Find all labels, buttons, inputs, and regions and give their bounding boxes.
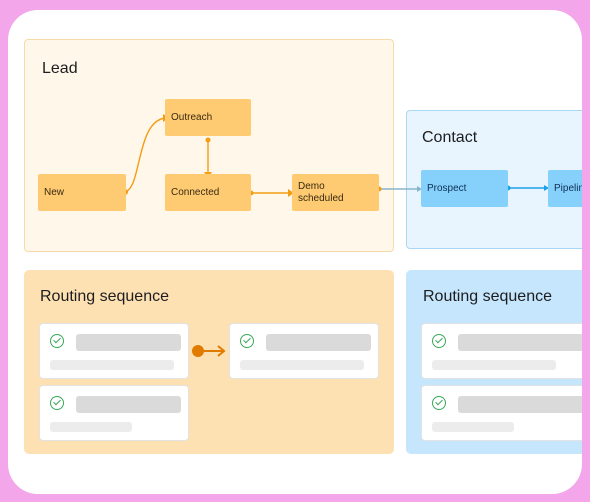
stage-demo-scheduled[interactable]: Demo scheduled [292,174,379,211]
routing-title: Routing sequence [423,288,552,305]
routing-step-card[interactable] [229,323,379,379]
check-circle-icon [432,334,446,348]
routing-step-card[interactable] [421,385,582,441]
stage-outreach[interactable]: Outreach [165,99,251,136]
stage-prospect[interactable]: Prospect [421,170,508,207]
routing-sequence-panel-contact: Routing sequence [406,270,582,454]
step-title-placeholder [458,396,582,413]
routing-sequence-panel-lead: Routing sequence [24,270,394,454]
check-circle-icon [432,396,446,410]
stage-new[interactable]: New [38,174,126,211]
contact-panel-title: Contact [422,129,478,146]
routing-title: Routing sequence [40,288,169,305]
lead-panel-title: Lead [42,60,78,77]
step-detail-placeholder [432,360,556,370]
stage-connected[interactable]: Connected [165,174,251,211]
step-detail-placeholder [50,422,132,432]
check-circle-icon [240,334,254,348]
stage-pipeline[interactable]: Pipeline [548,170,582,207]
routing-step-card[interactable] [39,385,189,441]
check-circle-icon [50,396,64,410]
step-title-placeholder [266,334,371,351]
step-detail-placeholder [432,422,514,432]
check-circle-icon [50,334,64,348]
routing-step-card[interactable] [39,323,189,379]
arrow-right-icon [192,345,226,357]
step-detail-placeholder [240,360,364,370]
lead-panel: Lead [24,39,394,252]
diagram-canvas: Lead Contact New Outreach Connected Demo… [8,10,582,494]
step-title-placeholder [76,334,181,351]
step-detail-placeholder [50,360,174,370]
step-title-placeholder [76,396,181,413]
step-title-placeholder [458,334,582,351]
routing-step-card[interactable] [421,323,582,379]
